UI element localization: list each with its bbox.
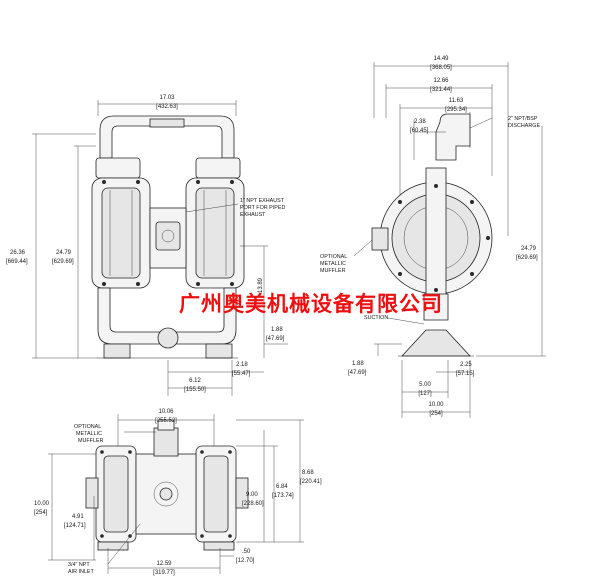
bottom-top-width: 10.06 [158,409,174,415]
bottom-right-mid: 6.84 [276,484,288,490]
side-offset: 2.38 [414,119,426,125]
bottom-right-outer-mm: [220.41] [300,479,322,485]
front-right-height: 13.89 [258,277,264,293]
bottom-right-mid-mm: [173.74] [272,493,294,499]
bottom-left-inner: 4.91 [72,514,84,520]
bottom-muffler-callout-line-3: MUFFLER [78,438,104,444]
bottom-center-height: 9.00 [246,492,258,498]
side-overall-width: 14.49 [433,56,449,62]
side-overall-width-mm: [368.05] [430,65,452,71]
exhaust-callout-line-1: 1" NPT EXHAUST [240,198,285,204]
side-width2-mm: [321.44] [430,87,452,93]
front-top-width: 17.03 [159,95,175,101]
side-base-half: 2.25 [460,362,472,368]
front-inlet-width: 6.12 [189,378,201,384]
bottom-dimensions: 10.06 [255.52] OPTIONAL METALLIC MUFFLER… [34,409,322,576]
front-overall-height: 26.36 [10,250,26,256]
bottom-slot-mm: [12.70] [236,558,255,564]
side-base-height-mm: [47.69] [348,370,367,376]
side-offset-mm: [60.45] [410,128,429,134]
bottom-left-height-mm: [254] [34,510,48,516]
suction-callout: SUCTION [364,315,388,321]
discharge-callout-line-1: 2" NPT/BSP [508,116,538,122]
side-base-width-mm: [254] [429,411,443,417]
side-base-width: 10.00 [428,402,444,408]
front-base-height: 1.88 [271,327,283,333]
side-foot-width: 5.00 [419,382,431,388]
front-overall-height-mm: [669.44] [6,259,28,265]
front-inlet-width-mm: [155.50] [184,387,206,393]
front-base-height-mm: [47.69] [266,336,285,342]
bottom-view [85,419,249,551]
discharge-callout-line-2: DISCHARGE [508,123,540,129]
bottom-width-mm: [319.77] [153,570,175,576]
bottom-left-height: 10.00 [34,501,50,507]
side-dimensions: 14.49 [368.05] 12.66 [321.44] 11.63 [295… [320,56,546,418]
bottom-slot: .50 [242,549,251,555]
front-inner-height-mm: [629.69] [52,259,74,265]
front-dimensions: 17.03 [432.63] 26.36 [669.44] 24.79 [629… [6,95,288,396]
bottom-top-width-mm: [255.52] [155,418,177,424]
side-muffler-callout-line-1: OPTIONAL [320,254,347,260]
company-watermark: 广州奥美机械设备有限公司 [179,292,443,316]
side-width3-mm: [295.34] [445,107,467,113]
side-muffler-callout-line-3: MUFFLER [320,268,346,274]
bottom-width: 12.59 [156,561,172,567]
side-view [371,112,493,357]
bottom-muffler-callout-line-2: METALLIC [76,431,102,437]
air-inlet-callout-line-2: AIR INLET [68,569,94,575]
side-height: 24.79 [521,246,537,252]
front-view [91,115,245,359]
front-half-base: 2.18 [236,362,248,368]
exhaust-callout-line-2: PORT FOR PIPED [240,205,285,211]
side-height-mm: [629.69] [516,255,538,261]
side-width2: 12.66 [433,78,449,84]
side-base-height: 1.88 [352,361,364,367]
bottom-center-height-mm: [228.60] [242,501,264,507]
bottom-muffler-callout-line-1: OPTIONAL [74,424,101,430]
exhaust-callout-line-3: EXHAUST [240,212,266,218]
side-muffler-callout-line-2: METALLIC [320,261,346,267]
bottom-right-outer: 8.68 [302,470,314,476]
front-top-width-mm: [432.63] [156,104,178,110]
front-half-base-mm: [55.47] [232,371,251,377]
side-width3: 11.63 [449,98,464,104]
bottom-left-inner-mm: [124.71] [64,523,86,529]
side-foot-width-mm: [127] [418,391,432,397]
front-inner-height: 24.79 [56,250,72,256]
side-base-half-mm: [57.15] [456,371,475,377]
air-inlet-callout-line-1: 3/4" NPT [68,562,90,568]
